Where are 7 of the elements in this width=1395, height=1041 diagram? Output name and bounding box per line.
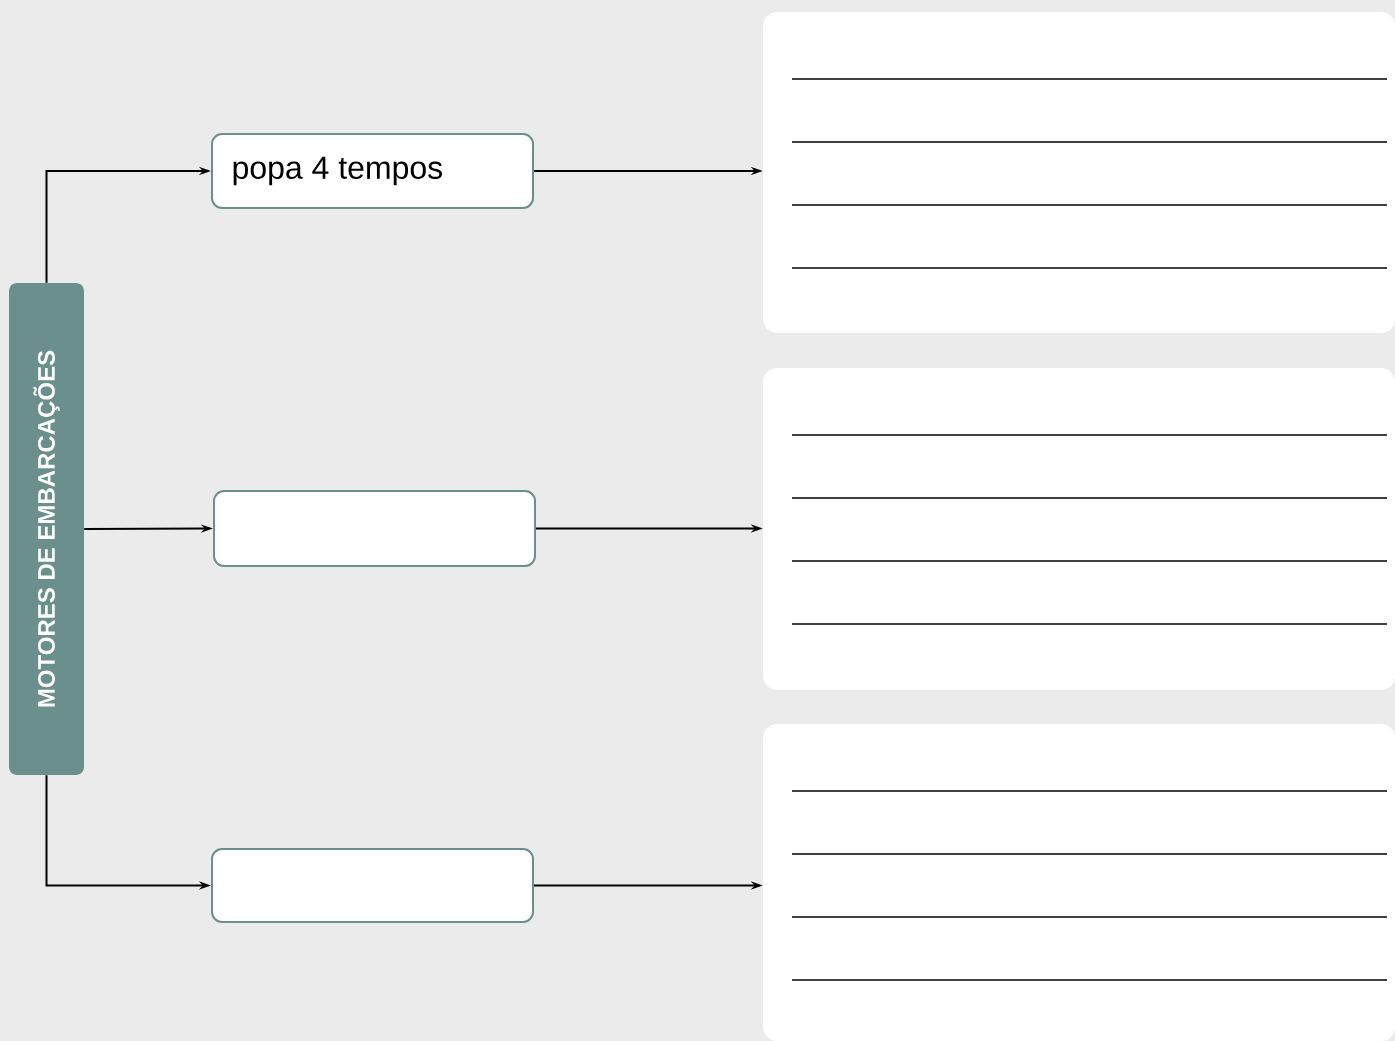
process-box [211,848,534,923]
process-box: popa 4 tempos [211,133,534,209]
title-bar: MOTORES DE EMBARCAÇÕES [9,283,84,775]
answer-panel [763,12,1395,333]
answer-panel [763,368,1395,690]
answer-panel [763,724,1395,1041]
process-box [213,490,536,567]
